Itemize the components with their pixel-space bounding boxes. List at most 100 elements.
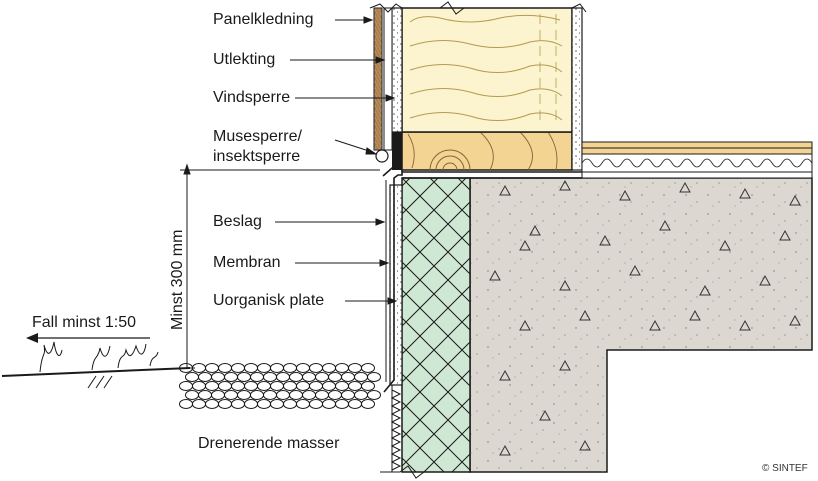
- drainage-stone: [322, 381, 336, 391]
- drainage-stone: [361, 381, 375, 391]
- drainage-stones: [179, 363, 381, 409]
- drainage-stone: [270, 363, 284, 373]
- aggregate-mark: [649, 319, 661, 331]
- drainage-stone: [263, 390, 277, 400]
- aggregate-mark: [529, 224, 541, 236]
- aggregate-mark: [499, 184, 511, 196]
- aggregate-mark: [659, 219, 671, 231]
- drainage-stone: [335, 363, 349, 373]
- drainage-stone: [315, 390, 329, 400]
- drainage-stone: [302, 390, 316, 400]
- drainage-stone: [257, 399, 271, 409]
- label-beslag: Beslag: [213, 213, 262, 230]
- drainage-stone: [328, 390, 342, 400]
- aggregate-mark: [719, 239, 731, 251]
- insect-barrier: [375, 149, 389, 163]
- drainage-stone: [276, 372, 290, 382]
- xps-insulation: [401, 177, 471, 473]
- drainage-stone: [276, 390, 290, 400]
- drainage-stone: [348, 399, 362, 409]
- grass: [39, 341, 159, 373]
- drainage-stone: [354, 390, 368, 400]
- wall-insulation: [401, 7, 573, 133]
- drainage-stone: [348, 381, 362, 391]
- drainage-stone: [244, 381, 258, 391]
- drainage-stone: [309, 363, 323, 373]
- label-musesperre-2: insektsperre: [213, 148, 301, 165]
- aggregate-mark: [579, 309, 591, 321]
- drainage-stone: [283, 363, 297, 373]
- drainage-stone: [205, 363, 219, 373]
- drainage-stone: [205, 381, 219, 391]
- drainage-stone: [309, 399, 323, 409]
- drainage-stone: [224, 372, 238, 382]
- break-lines: [369, 1, 600, 479]
- drainage-stone: [348, 363, 362, 373]
- aggregate-mark: [699, 284, 711, 296]
- aggregate-mark: [789, 314, 801, 326]
- aggregate-mark: [599, 234, 611, 246]
- drainage-stone: [361, 363, 375, 373]
- drainage-stone: [205, 399, 219, 409]
- label-uorganisk-plate: Uorganisk plate: [213, 292, 325, 309]
- aggregate-mark: [499, 444, 511, 456]
- drainage-stone: [361, 399, 375, 409]
- dimension-line: [180, 163, 380, 369]
- aggregate-mark: [619, 189, 631, 201]
- drainage-stone: [185, 390, 199, 400]
- drainage-stone: [302, 372, 316, 382]
- label-vindsperre: Vindsperre: [213, 89, 291, 106]
- aggregate-mark: [579, 439, 591, 451]
- drainage-stone: [192, 381, 206, 391]
- drainage-stone: [179, 381, 193, 391]
- drainage-stone: [218, 399, 232, 409]
- label-membran: Membran: [213, 254, 281, 271]
- label-utlekting: Utlekting: [213, 51, 276, 68]
- aggregate-mark: [539, 409, 551, 421]
- drainage-stone: [335, 381, 349, 391]
- floor-buildup: [581, 141, 813, 179]
- drainage-stone: [322, 363, 336, 373]
- drainage-stone: [244, 399, 258, 409]
- drainage-stone: [296, 399, 310, 409]
- label-fall: Fall minst 1:50: [32, 314, 137, 331]
- drainage-stone: [367, 390, 381, 400]
- aggregate-marks: [489, 179, 801, 456]
- drainage-stone: [341, 372, 355, 382]
- drainage-stone: [211, 390, 225, 400]
- drainage-stone: [283, 381, 297, 391]
- drainage-stone: [250, 390, 264, 400]
- drainage-stone: [198, 372, 212, 382]
- ground-line: [1, 367, 191, 377]
- aggregate-mark: [689, 309, 701, 321]
- drainage-stone: [315, 372, 329, 382]
- drainage-stone: [296, 381, 310, 391]
- drainage-stone: [185, 372, 199, 382]
- drainage-stone: [309, 381, 323, 391]
- drainage-stone: [192, 399, 206, 409]
- label-drenerende: Drenerende masser: [198, 435, 340, 452]
- copyright: © SINTEF: [762, 463, 808, 474]
- drainage-stone: [218, 363, 232, 373]
- label-musesperre-1: Musesperre/: [213, 128, 302, 145]
- drainage-stone: [231, 381, 245, 391]
- concrete-slab: [469, 177, 813, 473]
- aggregate-mark: [489, 269, 501, 281]
- drainage-stone: [328, 372, 342, 382]
- drainage-stone: [283, 399, 297, 409]
- drainage-stone: [211, 372, 225, 382]
- aggregate-mark: [519, 319, 531, 331]
- drainage-stone: [231, 363, 245, 373]
- drainage-stone: [179, 399, 193, 409]
- aggregate-mark: [739, 319, 751, 331]
- drainage-stone: [367, 372, 381, 382]
- dimple-membrane: [390, 385, 402, 472]
- drainage-stone: [257, 363, 271, 373]
- aggregate-mark: [759, 274, 771, 286]
- drainage-stone: [198, 390, 212, 400]
- drainage-stone: [296, 363, 310, 373]
- aggregate-mark: [499, 369, 511, 381]
- sill-plate: [392, 131, 573, 171]
- aggregate-mark: [559, 279, 571, 291]
